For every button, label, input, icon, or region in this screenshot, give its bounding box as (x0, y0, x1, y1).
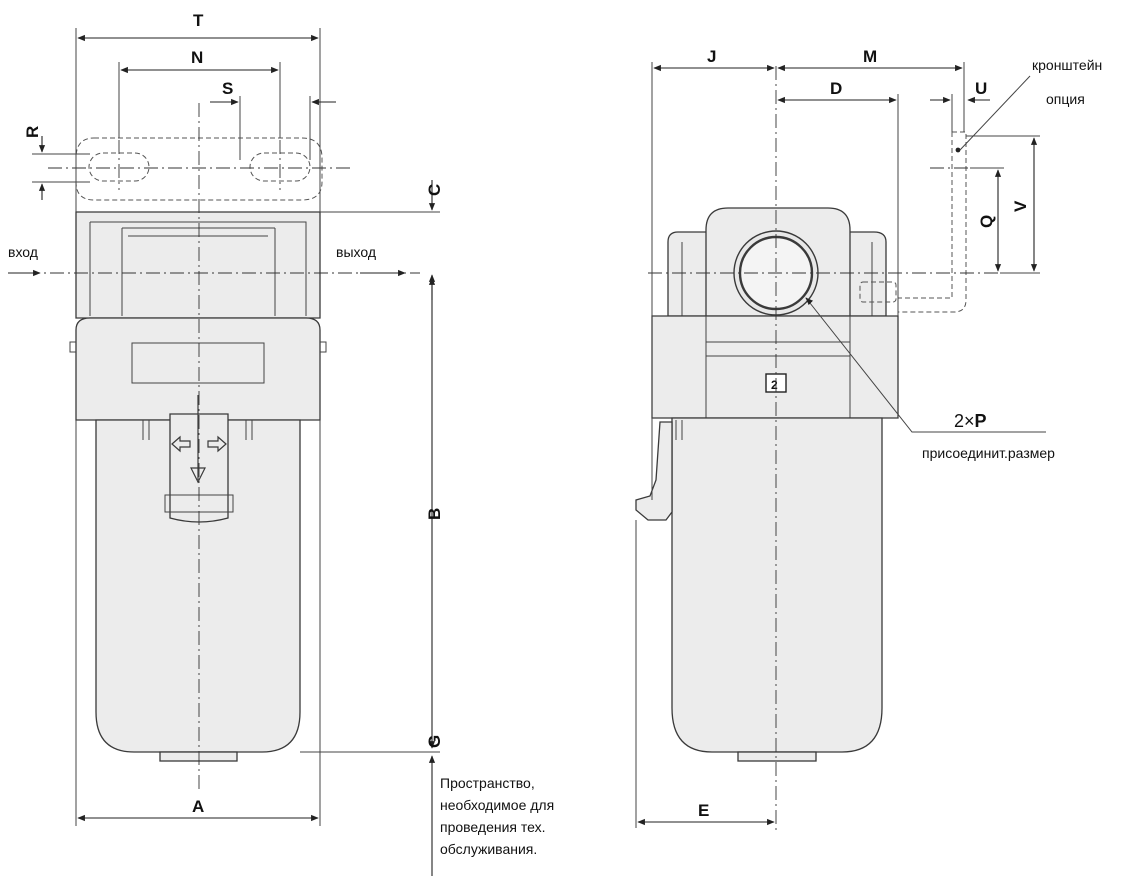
dim-S: S (222, 79, 233, 98)
side-bowl (671, 417, 883, 753)
dim-T: T (193, 11, 204, 30)
option-label: опция (1046, 91, 1085, 107)
maintenance-note-line-4: обслуживания. (440, 841, 537, 857)
dim-U: U (975, 79, 987, 98)
front-bowl (95, 419, 301, 753)
dim-D: D (830, 79, 842, 98)
dim-G: G (425, 735, 444, 748)
maintenance-note-line-2: необходимое для (440, 797, 554, 813)
side-view: 2 J M D U (635, 47, 1102, 830)
dim-C: C (425, 184, 444, 196)
port-count: 2×P (954, 411, 987, 431)
dim-V: V (1011, 200, 1030, 212)
port-letter: P (975, 411, 987, 431)
dim-R: R (23, 126, 42, 138)
bracket-option (859, 131, 967, 313)
badge-number: 2 (771, 378, 778, 392)
port-leader (805, 297, 1046, 433)
dim-E: E (698, 801, 709, 820)
maintenance-note: Пространство, необходимое для проведения… (440, 775, 558, 857)
drain-lever (635, 421, 673, 521)
inlet-label: вход (8, 244, 38, 260)
dim-J: J (707, 47, 716, 66)
port-size-label: присоединит.размер (922, 445, 1055, 461)
outlet-label: выход (336, 244, 376, 260)
dim-Q: Q (977, 215, 996, 228)
front-head (75, 211, 321, 319)
bracket-label: кронштейн (1032, 57, 1102, 73)
dim-B: B (425, 508, 444, 520)
dim-M: M (863, 47, 877, 66)
front-view: вход выход T N S R C B G (8, 11, 558, 876)
dim-N: N (191, 48, 203, 67)
maintenance-note-line-1: Пространство, (440, 775, 535, 791)
bracket-leader (959, 75, 1031, 151)
maintenance-note-line-3: проведения тех. (440, 819, 546, 835)
dim-A: A (192, 797, 204, 816)
